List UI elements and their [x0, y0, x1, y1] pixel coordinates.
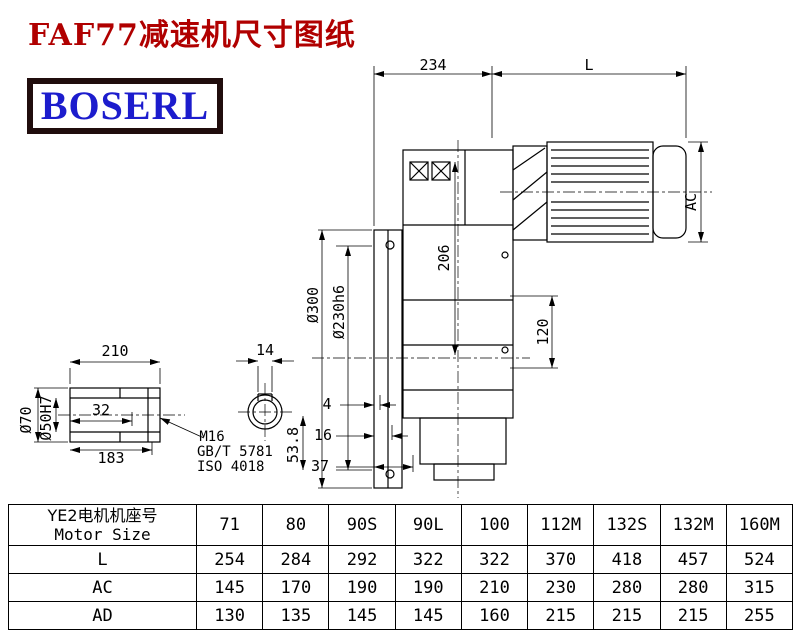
cell-L-3: 322 — [394, 545, 462, 574]
dim-206-label: 206 — [435, 244, 453, 271]
table-header-en: Motor Size — [54, 525, 151, 544]
cell-AD-5: 215 — [527, 601, 595, 630]
row-label-AD: AD — [8, 601, 197, 630]
table-header-cn: YE2电机机座号 — [47, 506, 158, 525]
cell-AC-8: 315 — [725, 573, 794, 602]
cell-L-4: 322 — [460, 545, 529, 574]
table-row-AD: AD 130 135 145 145 160 215 215 215 255 — [8, 601, 794, 630]
col-header-112m: 112M — [527, 504, 595, 546]
note-iso: ISO 4018 — [197, 459, 264, 475]
cell-L-7: 457 — [659, 545, 727, 574]
cell-AC-3: 190 — [394, 573, 462, 602]
dim-32-label: 32 — [92, 401, 110, 419]
col-header-160m: 160M — [725, 504, 794, 546]
dim-183-label: 183 — [97, 449, 124, 467]
page-title: FAF77减速机尺寸图纸 — [28, 18, 356, 53]
dim-16-label: 16 — [314, 426, 332, 444]
table-header-row: YE2电机机座号 Motor Size 71 80 90S 90L 100 11… — [8, 504, 794, 546]
logo-text: BOSERL — [40, 83, 210, 128]
cell-L-6: 418 — [593, 545, 661, 574]
cell-L-8: 524 — [725, 545, 794, 574]
table-row-L: L 254 284 292 322 322 370 418 457 524 — [8, 545, 794, 574]
cell-AD-4: 160 — [460, 601, 529, 630]
cell-L-1: 284 — [262, 545, 330, 574]
col-header-100: 100 — [460, 504, 529, 546]
col-header-80: 80 — [262, 504, 330, 546]
cell-AC-4: 210 — [460, 573, 529, 602]
dim-37-label: 37 — [311, 457, 329, 475]
cell-AD-6: 215 — [593, 601, 661, 630]
col-header-71: 71 — [195, 504, 264, 546]
dim-300-label: Ø300 — [304, 287, 322, 323]
note-gb: GB/T 5781 — [197, 444, 273, 460]
cell-AD-7: 215 — [659, 601, 727, 630]
dim-50-label: Ø50H7 — [37, 395, 55, 440]
cell-AD-8: 255 — [725, 601, 794, 630]
table-header-cell: YE2电机机座号 Motor Size — [8, 504, 197, 546]
col-header-90s: 90S — [328, 504, 396, 546]
cell-AD-0: 130 — [195, 601, 264, 630]
note-m16: M16 — [199, 429, 224, 445]
cell-AC-0: 145 — [195, 573, 264, 602]
cell-L-2: 292 — [328, 545, 396, 574]
dim-120-label: 120 — [534, 318, 552, 345]
dim-14-label: 14 — [256, 341, 274, 359]
cell-AD-2: 145 — [328, 601, 396, 630]
col-header-132s: 132S — [593, 504, 661, 546]
row-label-AC: AC — [8, 573, 197, 602]
centerlines — [58, 140, 712, 498]
dim-AC-label: AC — [682, 193, 700, 211]
cell-AC-6: 280 — [593, 573, 661, 602]
cell-AC-7: 280 — [659, 573, 727, 602]
motor-size-table: YE2电机机座号 Motor Size 71 80 90S 90L 100 11… — [8, 504, 794, 630]
cell-AD-3: 145 — [394, 601, 462, 630]
cell-AC-2: 190 — [328, 573, 396, 602]
dim-70-label: Ø70 — [17, 406, 35, 433]
dim-210-label: 210 — [101, 342, 128, 360]
cell-AD-1: 135 — [262, 601, 330, 630]
logo-box: BOSERL — [27, 78, 223, 134]
cell-AC-5: 230 — [527, 573, 595, 602]
col-header-90l: 90L — [394, 504, 462, 546]
dim-230-label: Ø230h6 — [330, 285, 348, 339]
cell-L-0: 254 — [195, 545, 264, 574]
technical-drawing: 234 L AC 206 Ø300 Ø230h6 120 4 16 37 53.… — [17, 56, 712, 498]
table-row-AC: AC 145 170 190 190 210 230 280 280 315 — [8, 573, 794, 602]
col-header-132m: 132M — [659, 504, 727, 546]
dimension-lines — [34, 66, 708, 489]
cell-AC-1: 170 — [262, 573, 330, 602]
dim-4-label: 4 — [322, 395, 331, 413]
cell-L-5: 370 — [527, 545, 595, 574]
dim-L-label: L — [584, 56, 593, 74]
dim-53-8-label: 53.8 — [284, 427, 302, 463]
row-label-L: L — [8, 545, 197, 574]
drawing-outlines — [69, 141, 687, 489]
dim-234-label: 234 — [419, 56, 446, 74]
